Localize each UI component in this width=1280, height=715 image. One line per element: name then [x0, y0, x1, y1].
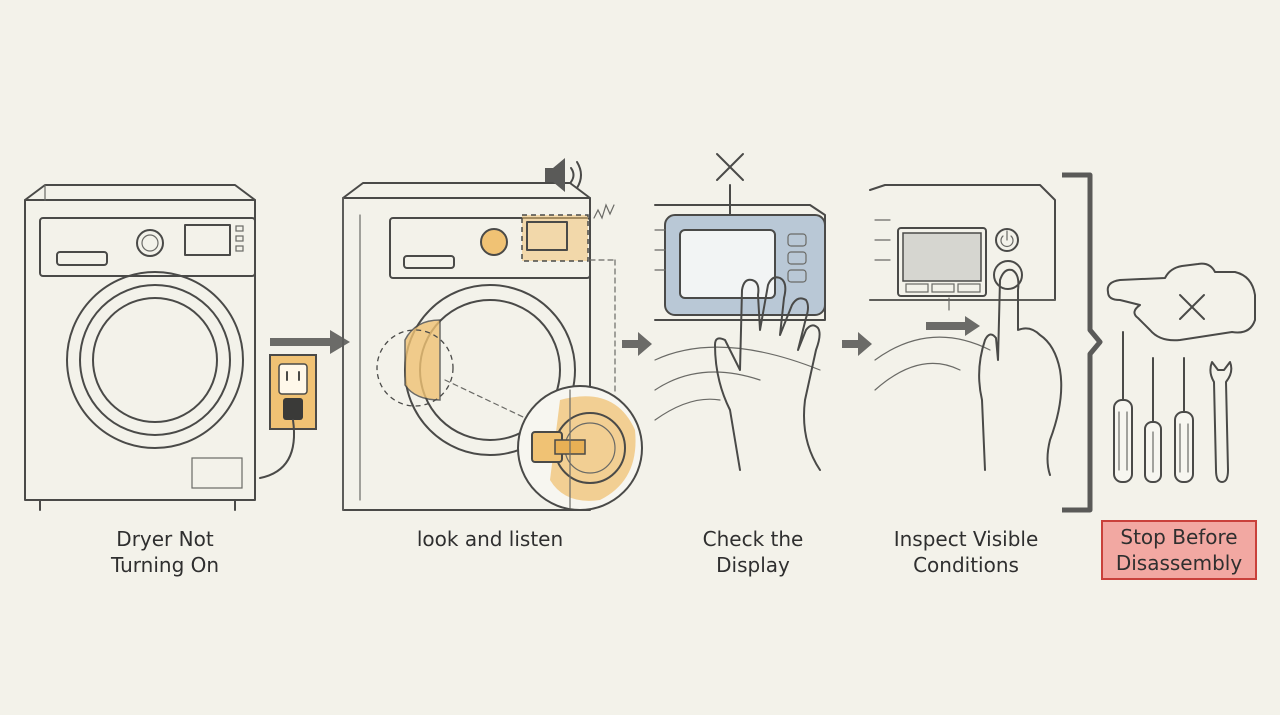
step-label-line: look and listen — [416, 527, 564, 551]
step-label-line: Inspect Visible — [893, 527, 1039, 551]
arrow-right-icon — [842, 332, 872, 356]
step-label-line: Dryer Not — [116, 527, 214, 551]
step-label-inspect-visible-conditions: Inspect Visible Conditions — [876, 526, 1056, 578]
hand-icon — [978, 268, 1063, 476]
speaker-icon — [545, 158, 615, 220]
screwdriver-icon — [1113, 331, 1133, 483]
step-label-look-and-listen: look and listen — [395, 526, 585, 552]
hand-icon — [714, 276, 821, 471]
screwdriver-icon — [1144, 357, 1162, 483]
arrow-right-icon — [270, 330, 350, 354]
step-label-stop-before-disassembly: Stop Before Disassembly — [1101, 520, 1257, 580]
step-label-line: Display — [716, 553, 790, 577]
door-latch-icon — [517, 385, 643, 511]
step-label-line: Turning On — [110, 553, 220, 577]
arrow-right-icon — [622, 332, 652, 356]
bracket — [1062, 172, 1103, 513]
power-outlet-icon — [259, 354, 317, 479]
screwdriver-icon — [1174, 357, 1194, 483]
control-panel — [869, 184, 1056, 391]
step-label-check-the-display: Check the Display — [675, 526, 831, 578]
wrench-icon — [1209, 361, 1233, 483]
display-panel — [654, 204, 826, 421]
step-label-line: Conditions — [913, 553, 1019, 577]
dryer-icon — [24, 184, 256, 511]
step-label-line: Check the — [702, 527, 804, 551]
dryer-icon — [342, 182, 616, 511]
step-label-line: Stop Before — [1120, 525, 1238, 549]
step-label-dryer-not-turning-on: Dryer Not Turning On — [90, 526, 240, 578]
step-label-line: Disassembly — [1115, 551, 1243, 575]
glove-icon — [1106, 262, 1256, 342]
